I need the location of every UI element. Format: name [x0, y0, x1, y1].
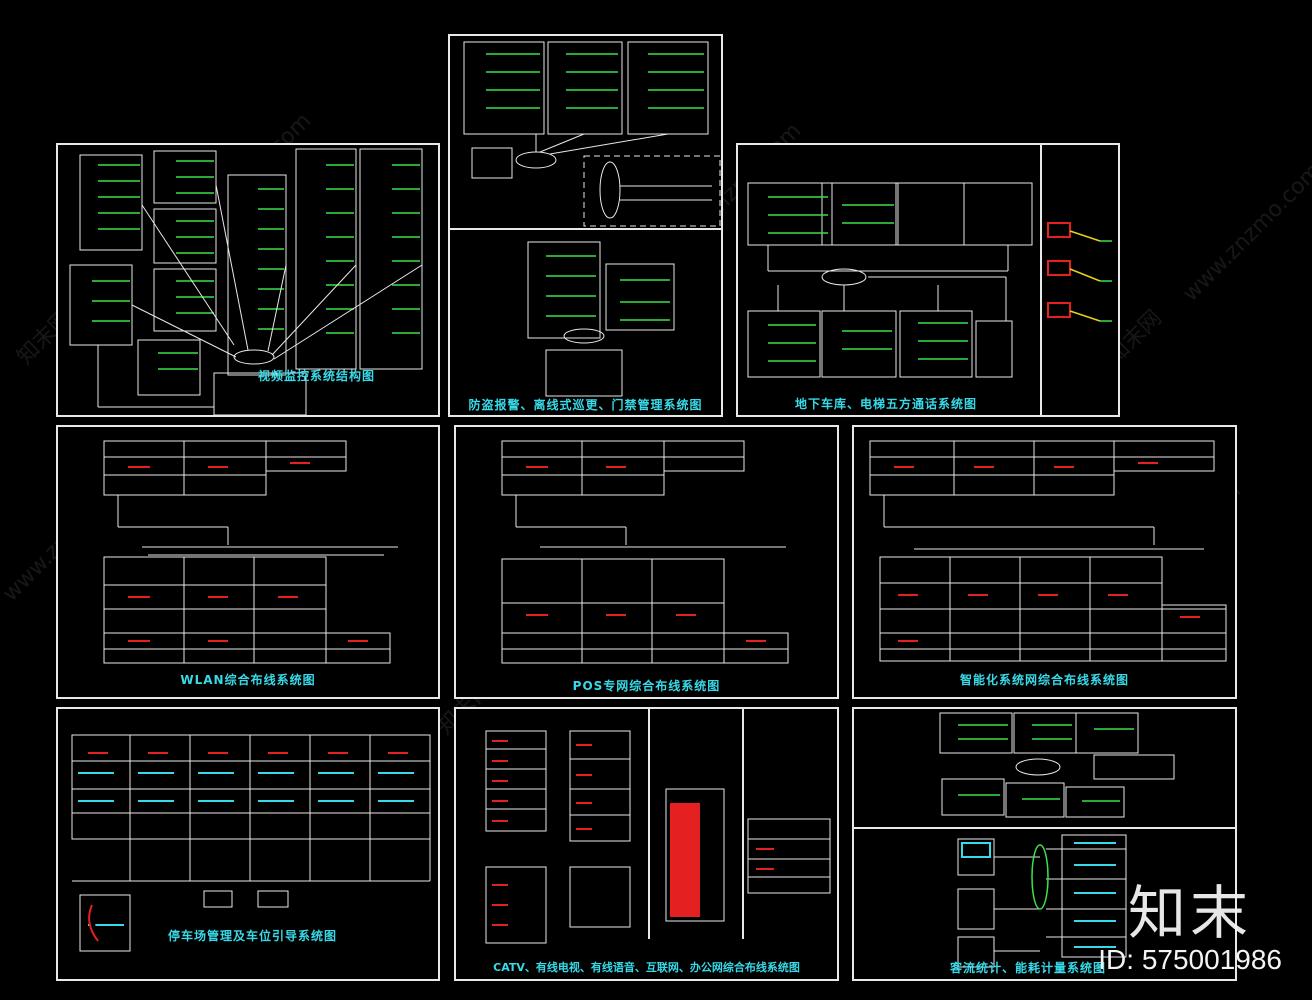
passenger-flow-diagram — [939, 712, 1175, 968]
sheet-caption: 客流统计、能耗计量系统图 — [950, 961, 1107, 975]
drawing-sheet-pos[interactable]: POS专网综合布线系统图 — [454, 425, 839, 699]
drawing-sheet-parking[interactable]: 停车场管理及车位引导系统图 — [56, 707, 440, 981]
sheet-caption: CATV、有线电视、有线语音、互联网、办公网综合布线系统图 — [493, 961, 800, 974]
asset-id-label: ID: 575001986 — [1098, 944, 1282, 975]
parking-diagram — [71, 734, 431, 952]
intelligent-diagram — [869, 440, 1227, 662]
sheet-caption: 防盗报警、离线式巡更、门禁管理系统图 — [468, 398, 703, 412]
catv-diagram — [485, 730, 831, 944]
intercom-diagram — [747, 182, 1112, 378]
drawing-sheet-wlan[interactable]: WLAN综合布线系统图 — [56, 425, 440, 699]
drawing-sheet-passenger-flow[interactable]: 客流统计、能耗计量系统图 — [852, 707, 1237, 981]
drawing-sheet-intercom[interactable]: 地下车库、电梯五方通话系统图 — [736, 143, 1120, 417]
sheet-caption: 地下车库、电梯五方通话系统图 — [794, 397, 977, 411]
sheet-caption: POS专网综合布线系统图 — [572, 679, 721, 693]
catv-highlight-block — [670, 803, 700, 917]
sheet-divider — [1040, 145, 1042, 415]
drawing-sheet-intelligent[interactable]: 智能化系统网综合布线系统图 — [852, 425, 1237, 699]
wlan-diagram — [103, 440, 398, 664]
sheet-caption: 视频监控系统结构图 — [258, 369, 376, 383]
sheet-divider — [450, 228, 721, 230]
cctv-diagram — [69, 148, 423, 415]
sheet-caption: 停车场管理及车位引导系统图 — [168, 929, 338, 943]
sheet-caption: 智能化系统网综合布线系统图 — [959, 673, 1129, 687]
sheet-divider — [742, 709, 744, 939]
drawing-sheet-cctv[interactable]: 视频监控系统结构图 — [56, 143, 440, 417]
brand-logo: 知末 — [1127, 879, 1252, 947]
sheet-divider — [854, 827, 1235, 829]
drawing-sheet-catv[interactable]: CATV、有线电视、有线语音、互联网、办公网综合布线系统图 — [454, 707, 839, 981]
sheet-divider — [648, 709, 650, 939]
sheet-caption: WLAN综合布线系统图 — [180, 673, 316, 687]
drawing-sheet-alarm[interactable]: 防盗报警、离线式巡更、门禁管理系统图 — [448, 34, 723, 417]
pos-diagram — [501, 440, 789, 664]
watermark-text: www.znzmo.com — [1178, 158, 1312, 307]
alarm-diagram — [463, 41, 721, 397]
